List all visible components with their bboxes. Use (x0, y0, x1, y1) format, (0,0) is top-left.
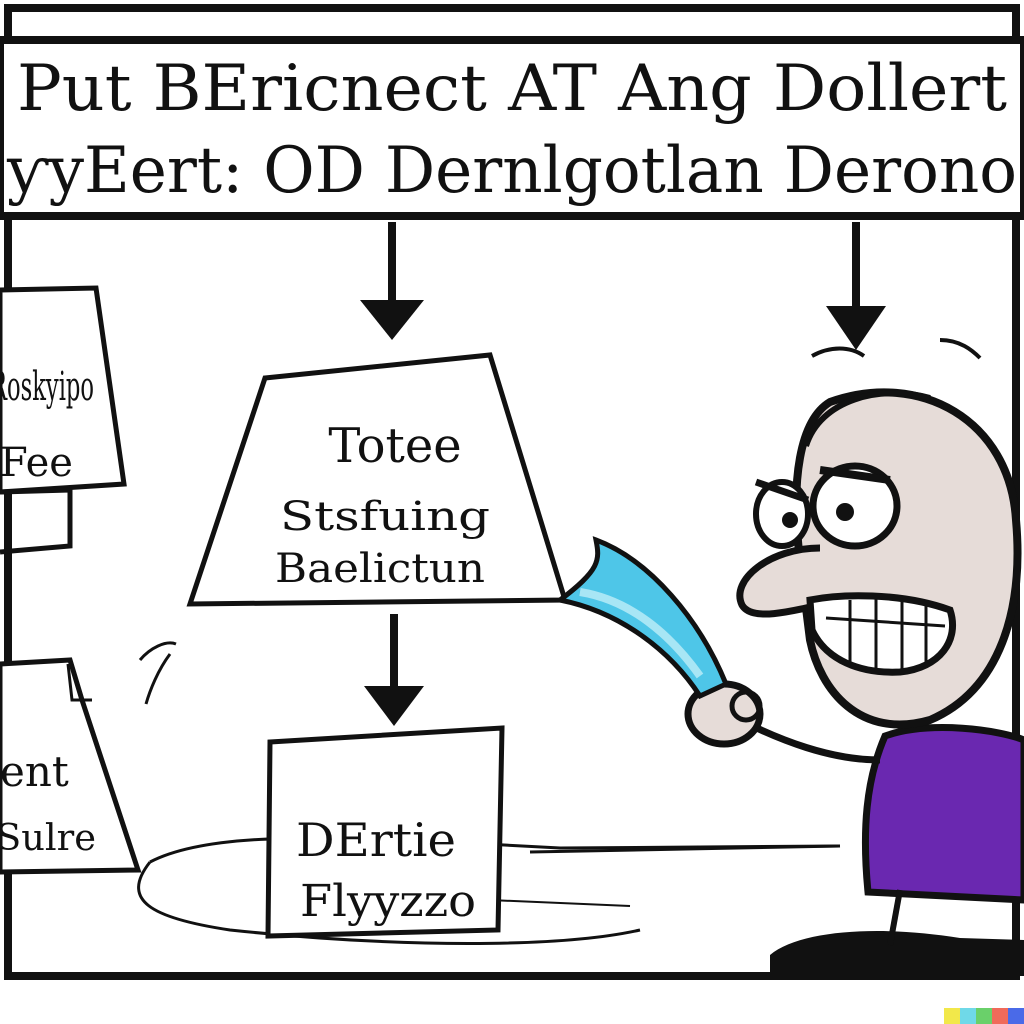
title-box (0, 36, 1024, 220)
arrow-down-icon (826, 306, 886, 350)
motion-lines (138, 641, 177, 705)
center-note: Totee Stsfuing Baelictun (186, 352, 569, 607)
arrow-down-icon (364, 686, 424, 726)
feet-shadow (770, 931, 1024, 976)
gritted-teeth (806, 592, 957, 676)
center-note-line-3: Baelictun (275, 546, 485, 592)
arrow-down-icon (360, 300, 424, 340)
left-bottom-note: ent Sulre (0, 657, 142, 875)
purple-shirt (861, 724, 1024, 904)
center-note-line-1: Totee (328, 418, 461, 474)
left-top-note-line-1: Roskyipo (0, 364, 94, 410)
right-eye (809, 462, 901, 550)
left-bottom-note-line-1: ent (0, 747, 69, 796)
angry-cartoon-man (684, 338, 1024, 976)
color-bar-watermark (944, 1008, 1024, 1024)
bottom-document-line-2: Flyyzzo (300, 876, 476, 927)
left-top-note-line-2: Fee (0, 440, 73, 486)
arrow-banner-to-man (826, 222, 886, 350)
title-banner: Put BEricnect AT Ang Dollert ƴyEert: OD … (0, 36, 1024, 220)
arrow-note-to-document (364, 614, 424, 726)
left-top-note: Roskyipo Fee (0, 285, 127, 555)
bottom-document: DErtie Flyyzzo (265, 725, 505, 939)
arrow-banner-to-note (360, 222, 424, 340)
title-line-2: ƴyEert: OD Dernlgotlan Derono (6, 134, 1017, 208)
left-bottom-note-line-2: Sulre (0, 818, 96, 859)
bottom-document-line-1: DErtie (296, 813, 456, 867)
blue-marker-icon (554, 536, 730, 700)
center-note-line-2: Stsfuing (280, 494, 490, 540)
head (792, 388, 1022, 729)
title-line-1: Put BEricnect AT Ang Dollert (17, 52, 1007, 126)
